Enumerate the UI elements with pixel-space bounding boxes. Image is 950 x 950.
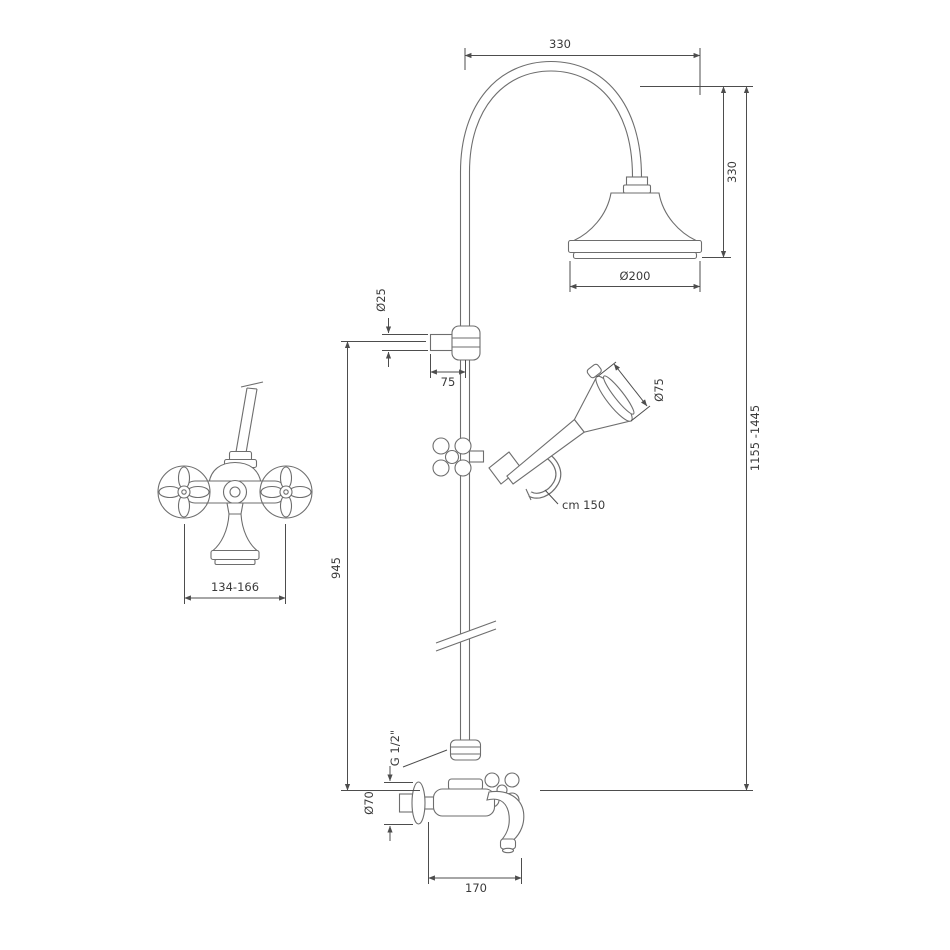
wall-supply-joint bbox=[429, 325, 481, 361]
dim-handshower-diameter: Ø75 bbox=[596, 361, 666, 422]
dim-label-hose-length: cm 150 bbox=[562, 498, 605, 512]
hand-shower bbox=[506, 363, 635, 485]
diverter-cross-lobe bbox=[454, 459, 472, 477]
dim-label-connection-thread: G 1/2" bbox=[388, 730, 402, 766]
diverter-and-holder bbox=[432, 437, 522, 485]
dim-top-width: 330 bbox=[464, 37, 701, 95]
dimensions: 330 330 Ø200 Ø25 75 bbox=[184, 37, 762, 895]
dim-arm-offset: 75 bbox=[430, 354, 466, 389]
dim-pipe-diameter: Ø25 bbox=[374, 288, 428, 367]
dim-label-top-width: 330 bbox=[549, 37, 571, 51]
dim-connection-thread: G 1/2" bbox=[388, 730, 448, 768]
dim-label-spout-projection: 170 bbox=[465, 881, 487, 895]
handshower-holder bbox=[488, 451, 522, 485]
dim-label-head-diameter: Ø200 bbox=[619, 269, 650, 283]
dim-head-diameter: Ø200 bbox=[569, 261, 701, 292]
mixer-body bbox=[432, 788, 496, 817]
dim-label-arm-offset: 75 bbox=[441, 375, 456, 389]
dim-mixer-width: 134-166 bbox=[184, 524, 286, 604]
dim-label-handshower-diameter: Ø75 bbox=[652, 378, 666, 402]
riser-pipe bbox=[459, 60, 643, 744]
dim-label-mixer-width: 134-166 bbox=[211, 580, 259, 594]
diverter-cross-hub bbox=[444, 449, 460, 465]
hand-shower-handle bbox=[506, 418, 586, 485]
diverter-cross-lobe bbox=[432, 437, 450, 455]
diverter-cross-lobe bbox=[454, 437, 472, 455]
dim-label-column-height: 945 bbox=[329, 557, 343, 579]
pipe-break-marks bbox=[435, 620, 497, 652]
dim-head-drop: 330 bbox=[640, 86, 753, 258]
mixer-front-view bbox=[157, 381, 313, 566]
hand-shower-hose bbox=[525, 449, 562, 501]
dim-column-height: 945 bbox=[329, 341, 426, 791]
lower-union-nut bbox=[449, 739, 482, 761]
dim-label-head-drop: 330 bbox=[725, 161, 739, 183]
bath-mixer-side-view bbox=[398, 772, 525, 854]
dim-escutcheon-diameter: Ø70 bbox=[362, 766, 413, 841]
dim-label-pipe-diameter: Ø25 bbox=[374, 288, 388, 312]
shower-column bbox=[157, 60, 703, 854]
wall-escutcheon bbox=[411, 781, 426, 825]
dim-spout-projection: 170 bbox=[428, 822, 522, 895]
dim-label-escutcheon-diameter: Ø70 bbox=[362, 791, 376, 815]
right-cross-handle bbox=[259, 465, 313, 519]
overhead-shower-head bbox=[567, 176, 703, 260]
diverter-cross-lobe bbox=[432, 459, 450, 477]
dim-label-total-height: 1155 -1445 bbox=[748, 405, 762, 471]
left-cross-handle bbox=[157, 465, 211, 519]
dim-total-height: 1155 -1445 bbox=[540, 86, 762, 791]
dim-hose-length: cm 150 bbox=[544, 489, 605, 512]
hand-shower-pivot bbox=[586, 363, 602, 379]
